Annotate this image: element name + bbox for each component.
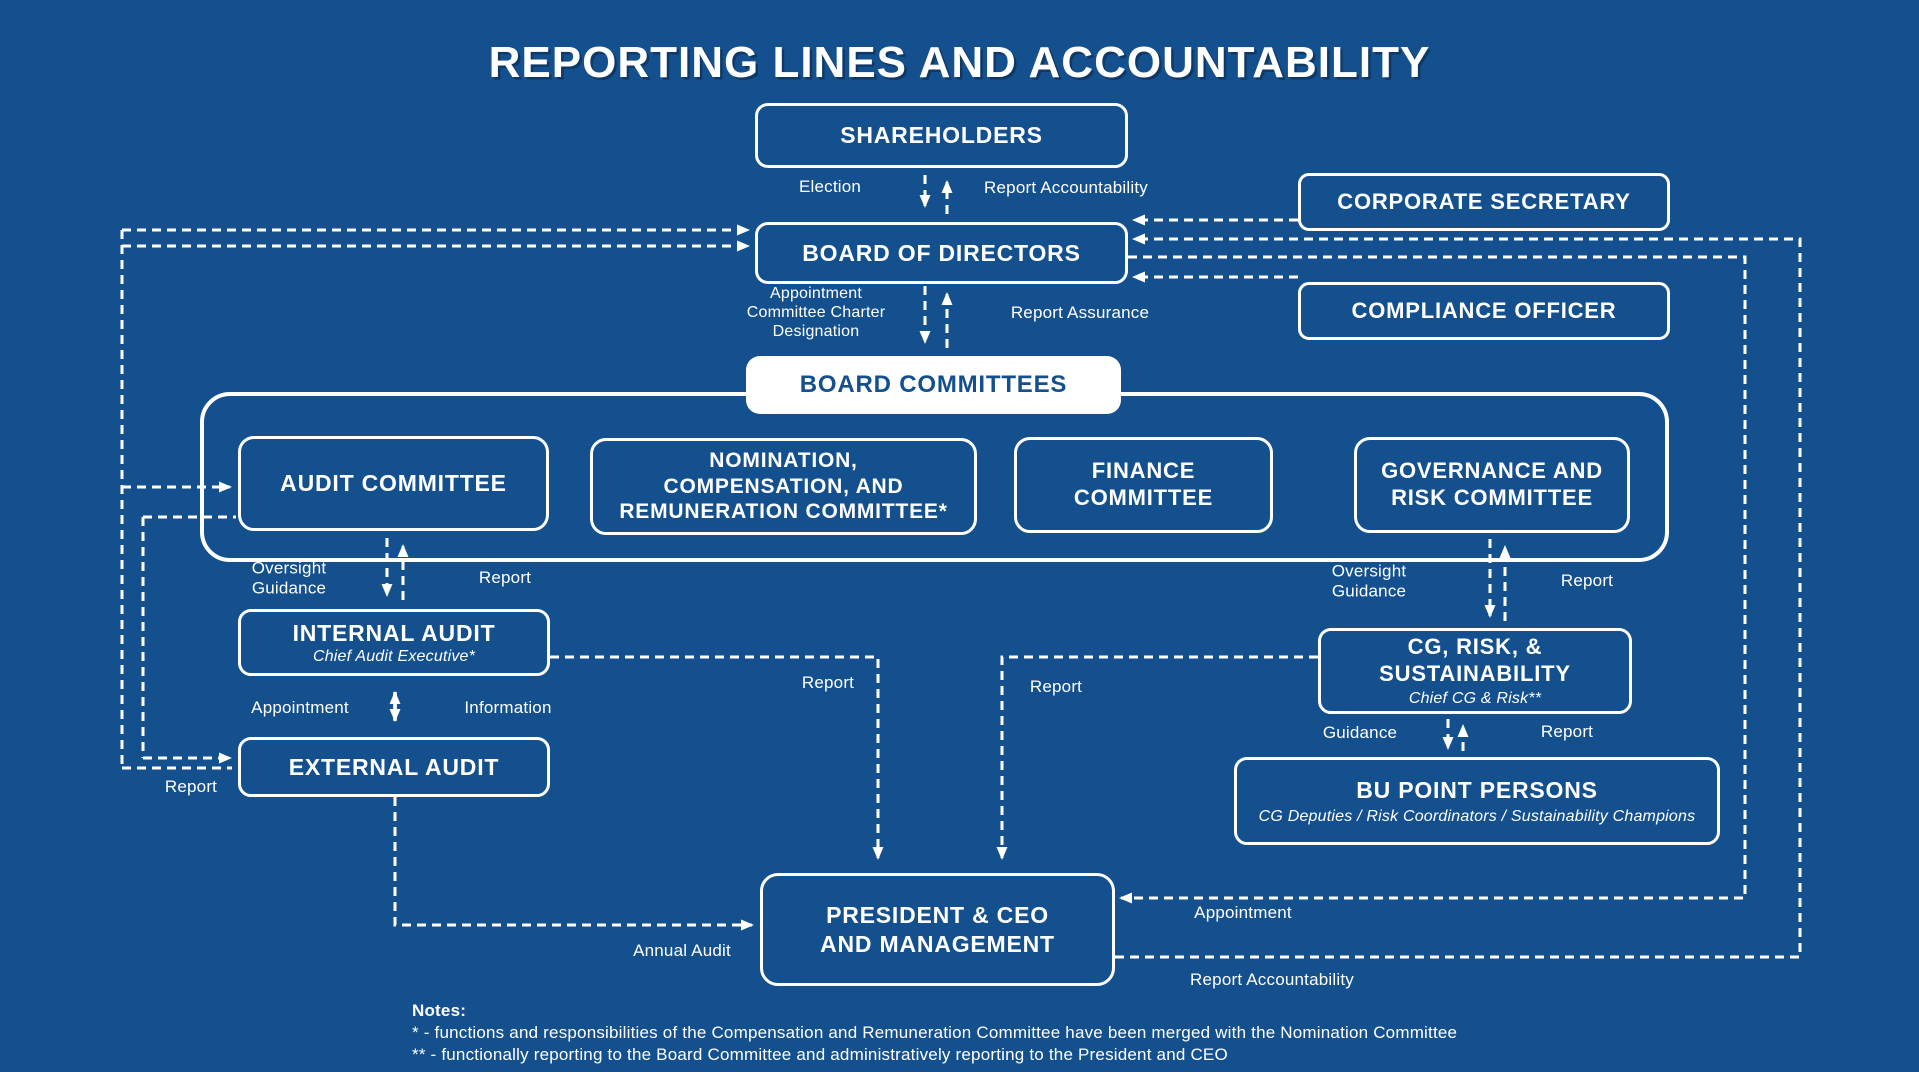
connector-president-report-accountability bbox=[1115, 233, 1802, 959]
label-report-accountability-bottom: Report Accountability bbox=[1190, 969, 1354, 989]
box-cg-risk-sustainability-label: CG, RISK, & SUSTAINABILITY bbox=[1379, 634, 1571, 686]
box-board-committees-label: BOARD COMMITTEES bbox=[799, 371, 1068, 399]
label-report-audit: Report bbox=[478, 567, 532, 587]
box-cg-risk-sustainability-subtitle: Chief CG & Risk** bbox=[1408, 689, 1542, 707]
box-corporate-secretary: CORPORATE SECRETARY bbox=[1298, 173, 1670, 231]
box-finance-committee: FINANCE COMMITTEE bbox=[1014, 437, 1273, 533]
label-report-internal-pres: Report bbox=[801, 672, 855, 692]
box-internal-audit-subtitle: Chief Audit Executive* bbox=[312, 647, 476, 665]
label-annual-audit: Annual Audit bbox=[633, 940, 731, 960]
label-report-external-left: Report bbox=[164, 776, 218, 796]
box-board-committees: BOARD COMMITTEES bbox=[746, 356, 1121, 414]
label-appointment-charter: Appointment Committee Charter Designatio… bbox=[746, 285, 886, 341]
box-external-audit: EXTERNAL AUDIT bbox=[238, 737, 550, 797]
box-bu-point-persons: BU POINT PERSONS CG Deputies / Risk Coor… bbox=[1234, 757, 1720, 845]
page-title: REPORTING LINES AND ACCOUNTABILITY bbox=[488, 38, 1431, 87]
box-board-of-directors-label: BOARD OF DIRECTORS bbox=[802, 239, 1081, 266]
box-nomination-committee: NOMINATION, COMPENSATION, AND REMUNERATI… bbox=[590, 438, 977, 535]
box-internal-audit: INTERNAL AUDIT Chief Audit Executive* bbox=[238, 609, 550, 676]
label-appointment-internal: Appointment bbox=[251, 697, 349, 717]
box-governance-risk-committee: GOVERNANCE AND RISK COMMITTEE bbox=[1354, 437, 1630, 533]
connector-internal-audit-report bbox=[550, 655, 884, 860]
box-governance-risk-committee-label: GOVERNANCE AND RISK COMMITTEE bbox=[1381, 458, 1603, 510]
connector-board-appointment-president bbox=[1119, 255, 1747, 904]
box-shareholders-label: SHAREHOLDERS bbox=[840, 122, 1043, 149]
notes-block: Notes: * - functions and responsibilitie… bbox=[412, 1000, 1672, 1065]
box-compliance-officer: COMPLIANCE OFFICER bbox=[1298, 282, 1670, 340]
box-internal-audit-label: INTERNAL AUDIT bbox=[292, 620, 496, 647]
label-guidance-bu: Guidance bbox=[1322, 722, 1398, 742]
label-oversight-guidance-right: Oversight Guidance bbox=[1331, 561, 1407, 601]
box-external-audit-label: EXTERNAL AUDIT bbox=[288, 753, 500, 780]
box-board-of-directors: BOARD OF DIRECTORS bbox=[755, 222, 1128, 284]
box-audit-committee: AUDIT COMMITTEE bbox=[238, 436, 549, 531]
box-bu-point-persons-label: BU POINT PERSONS bbox=[1356, 776, 1598, 803]
box-nomination-committee-label: NOMINATION, COMPENSATION, AND REMUNERATI… bbox=[619, 449, 948, 524]
notes-line-2: ** - functionally reporting to the Board… bbox=[412, 1044, 1228, 1064]
label-report-assurance: Report Assurance bbox=[1010, 302, 1150, 322]
box-president-ceo: PRESIDENT & CEO AND MANAGEMENT bbox=[760, 873, 1115, 986]
box-shareholders: SHAREHOLDERS bbox=[755, 103, 1128, 168]
label-report-grc: Report bbox=[1560, 570, 1614, 590]
label-election: Election bbox=[798, 176, 862, 196]
label-report-bu: Report bbox=[1540, 721, 1594, 741]
box-audit-committee-label: AUDIT COMMITTEE bbox=[280, 470, 507, 497]
box-president-ceo-label: PRESIDENT & CEO AND MANAGEMENT bbox=[820, 902, 1055, 957]
box-bu-point-persons-subtitle: CG Deputies / Risk Coordinators / Sustai… bbox=[1258, 808, 1696, 826]
notes-heading: Notes: bbox=[412, 1001, 467, 1020]
label-appointment-president: Appointment bbox=[1194, 902, 1292, 922]
label-oversight-guidance-left: Oversight Guidance bbox=[251, 558, 327, 598]
connector-cg-report bbox=[996, 655, 1318, 860]
label-report-accountability-top: Report Accountability bbox=[984, 177, 1148, 197]
box-finance-committee-label: FINANCE COMMITTEE bbox=[1073, 458, 1214, 510]
label-report-cg-pres: Report bbox=[1029, 676, 1083, 696]
box-cg-risk-sustainability: CG, RISK, & SUSTAINABILITY Chief CG & Ri… bbox=[1318, 628, 1632, 714]
label-information: Information bbox=[464, 697, 552, 717]
box-compliance-officer-label: COMPLIANCE OFFICER bbox=[1351, 297, 1617, 323]
connector-annual-audit bbox=[393, 797, 754, 931]
box-corporate-secretary-label: CORPORATE SECRETARY bbox=[1337, 188, 1631, 214]
notes-line-1: * - functions and responsibilities of th… bbox=[412, 1022, 1458, 1042]
